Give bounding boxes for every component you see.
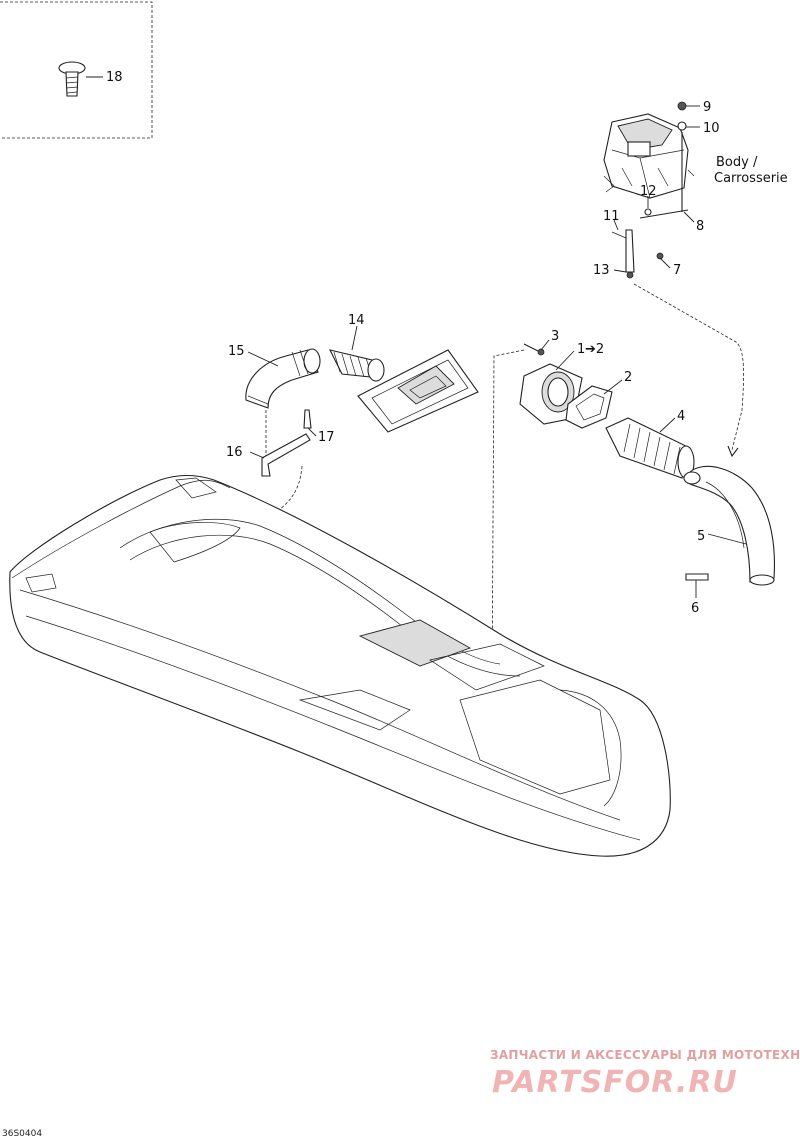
callout-12: 12 <box>640 184 657 199</box>
callout-10: 10 <box>703 121 720 136</box>
callout-1-arrow: ➔2 <box>585 342 604 357</box>
callout-14: 14 <box>348 313 365 328</box>
vent-hose-14 <box>328 349 385 382</box>
air-box-plate <box>357 349 479 433</box>
callout-11: 11 <box>603 209 620 224</box>
body-label-line2: Carrosserie <box>714 171 788 186</box>
callout-4: 4 <box>677 409 685 424</box>
callout-13: 13 <box>593 263 610 278</box>
callout-18: 18 <box>106 70 123 85</box>
callout-16: 16 <box>226 445 243 460</box>
body-label-line1: Body / <box>716 155 758 170</box>
watermark: ЗАПЧАСТИ И АКСЕССУАРЫ ДЛЯ МОТОТЕХНИКИ PA… <box>490 1048 800 1100</box>
callout-9: 9 <box>703 100 711 115</box>
gasket-2 <box>565 385 613 429</box>
screw-3 <box>523 343 545 356</box>
watercraft-hull <box>9 474 671 857</box>
callout-7: 7 <box>673 263 681 278</box>
body-label: Body / Carrosserie <box>714 155 788 186</box>
callout-8: 8 <box>696 219 704 234</box>
callout-5: 5 <box>697 529 705 544</box>
callout-labels: 1 ➔2 2 3 4 5 6 7 8 9 10 11 12 13 14 15 1… <box>106 70 720 616</box>
callout-6: 6 <box>691 601 699 616</box>
vent-tube-5 <box>683 465 775 586</box>
leader-lines <box>247 105 747 598</box>
screw-18 <box>58 61 86 97</box>
bracket-16 <box>261 433 311 477</box>
inset-box <box>0 1 153 139</box>
drawing-code: 36S0404 <box>2 1129 42 1139</box>
watermark-line1: ЗАПЧАСТИ И АКСЕССУАРЫ ДЛЯ МОТОТЕХНИКИ <box>490 1048 800 1062</box>
callout-1: 1 <box>577 342 585 357</box>
vent-tube-15 <box>245 348 321 409</box>
watermark-line2: PARTSFOR.RU <box>492 1065 738 1100</box>
callout-15: 15 <box>228 344 245 359</box>
electrical-box-assembly <box>603 101 695 279</box>
callout-3: 3 <box>551 329 559 344</box>
callout-17: 17 <box>318 430 335 445</box>
callout-2: 2 <box>624 370 632 385</box>
intake-hose-4 <box>605 417 695 479</box>
clip-17 <box>303 409 312 429</box>
clamp-6 <box>685 573 709 581</box>
adapter-1 <box>519 363 583 425</box>
